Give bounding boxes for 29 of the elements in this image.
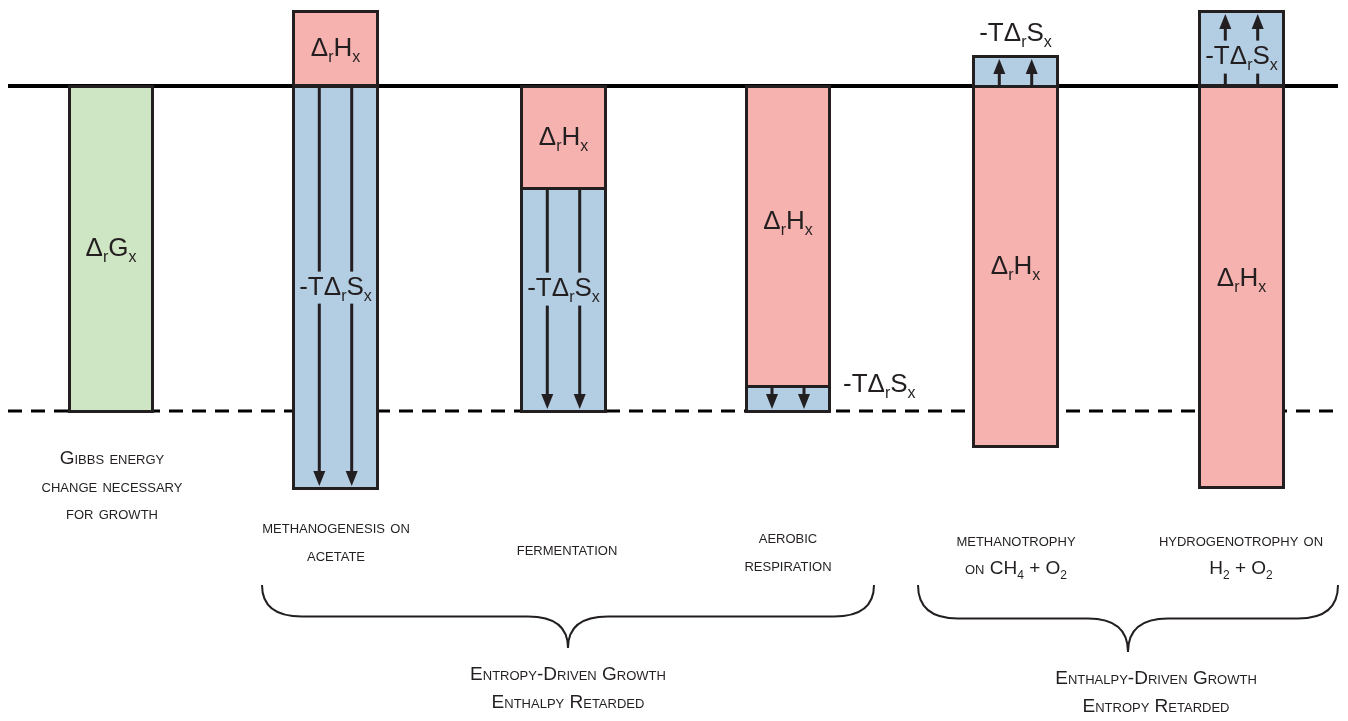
energy-term: Δ$_{r}$G$_{x}$ [85,232,137,266]
bar-segment [1198,10,1285,87]
energy-term: Δ$_{r}$H$_{x}$ [763,205,813,239]
bar-segment [972,85,1059,448]
process-caption: methanogenesis on acetate [261,515,411,567]
energy-term: -TΔ$_{r}$S$_{x}$ [526,272,601,306]
energy-term: Δ$_{r}$H$_{x}$ [990,250,1041,283]
bar-segment [292,85,379,490]
process-caption: aerobic respiration [743,525,833,577]
energy-term: -TΔ$_{r}$S$_{x}$ [979,17,1052,51]
energy-term: -TΔ$_{r}$S$_{x}$ [298,271,373,304]
bar-segment [520,187,607,413]
process-caption: methanotrophy on CH$_{4}$ + O$_{2}$ [955,528,1077,584]
process-caption: hydrogenotrophy on H$_{2}$ + O$_{2}$ [1158,528,1324,584]
energy-term: -TΔ$_{r}$S$_{x}$ [1204,40,1279,74]
process-caption: Gibbs energy change necessary for growth [40,446,184,526]
group-caption: Enthalpy-Driven Growth Entropy Retarded [1054,666,1258,718]
bar-segment [1198,85,1285,489]
bar-segment [745,385,831,413]
energy-term: Δ$_{r}$H$_{x}$ [1216,262,1267,296]
energy-term: -TΔ$_{r}$S$_{x}$ [843,369,916,402]
group-caption: Entropy-Driven Growth Enthalpy Retarded [469,662,667,714]
bar-segment [68,85,154,413]
bar-segment [520,85,607,190]
bar-segment [292,10,379,87]
process-caption: fermentation [515,537,619,561]
energy-term: Δ$_{r}$H$_{x}$ [310,32,361,65]
bar-segment [745,85,831,388]
energy-term: Δ$_{r}$H$_{x}$ [538,121,589,154]
